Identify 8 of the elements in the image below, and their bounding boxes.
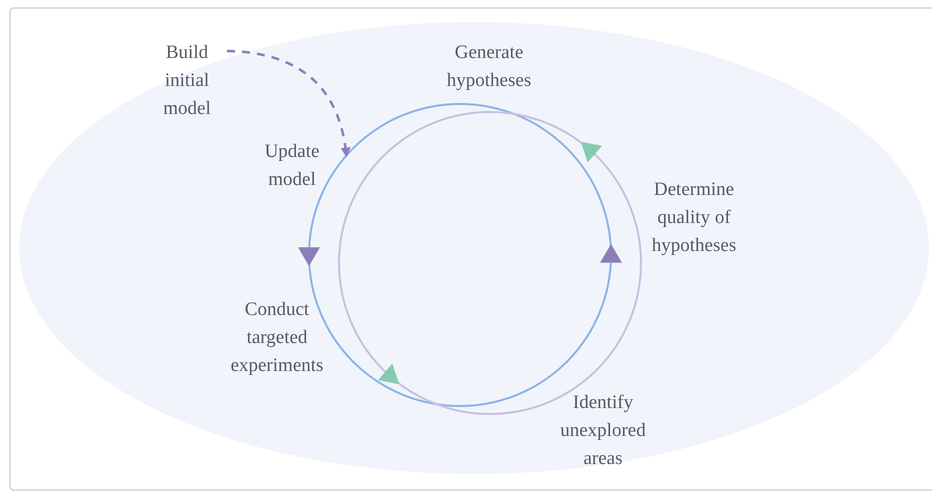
step-label: Identify unexplored areas — [559, 391, 647, 471]
cycle-circle — [338, 111, 642, 415]
step-label: Generate hypotheses — [446, 41, 532, 93]
step-label: Conduct targeted experiments — [230, 298, 324, 378]
step-label: Update model — [264, 140, 320, 192]
step-label: Build initial model — [151, 39, 223, 123]
dashed-arrow — [226, 50, 350, 158]
step-label: Determine quality of hypotheses — [650, 178, 738, 258]
